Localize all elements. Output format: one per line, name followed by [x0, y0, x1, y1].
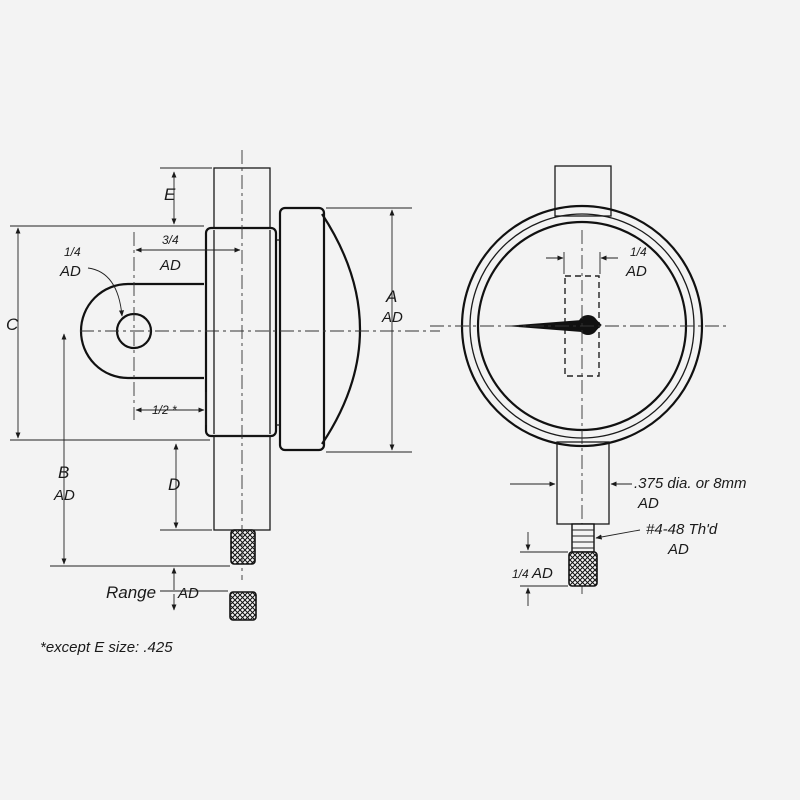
label-B: B	[58, 463, 69, 482]
label-A: A	[385, 287, 397, 306]
needle-hub	[578, 315, 598, 335]
side-contact-point-lower	[229, 591, 257, 621]
label-quarter-hole-od: AD	[59, 263, 81, 280]
label-thread: #4-48 Th'd	[646, 521, 718, 538]
side-contact-point	[230, 529, 256, 565]
label-stem-dia-od: AD	[637, 495, 659, 512]
label-half-except: 1/2 *	[152, 403, 177, 417]
label-C: C	[6, 315, 19, 334]
label-range-od: AD	[177, 585, 199, 602]
label-B-od: AD	[53, 487, 75, 504]
label-range: Range	[106, 583, 156, 602]
label-stem-dia: .375 dia. or 8mm	[634, 475, 747, 492]
front-view	[430, 165, 730, 606]
label-thread-od: AD	[667, 541, 689, 558]
front-lower-stem	[556, 441, 610, 525]
label-quarter-right-od: AD	[625, 263, 647, 280]
front-contact-point	[568, 551, 598, 587]
side-body	[204, 226, 278, 438]
label-E: E	[164, 185, 176, 204]
label-quarter-lower: 1/4	[512, 567, 529, 581]
label-three-quarter-od: AD	[159, 257, 181, 274]
label-quarter-right: 1/4	[630, 245, 647, 259]
side-bezel	[278, 206, 326, 452]
label-three-quarter: 3/4	[162, 233, 179, 247]
footnote: *except E size: .425	[40, 639, 173, 656]
front-top-stem	[554, 165, 612, 217]
side-view	[10, 150, 440, 621]
label-A-od: AD	[381, 309, 403, 326]
label-quarter-hole: 1/4	[64, 245, 81, 259]
label-quarter-lower-od: AD	[531, 565, 553, 582]
label-D: D	[168, 475, 180, 494]
side-crystal	[321, 213, 361, 445]
